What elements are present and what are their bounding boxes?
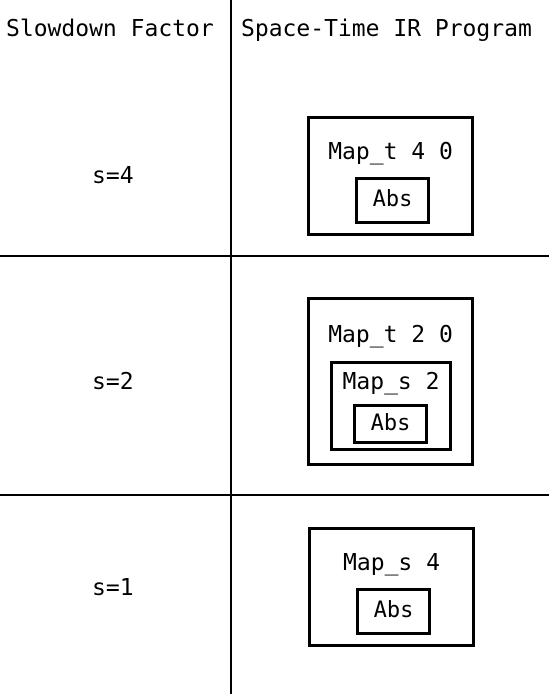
program-box-label: Map_s 4 (343, 550, 440, 576)
program-box-label: Map_s 2 (342, 369, 440, 395)
abs-label: Abs (373, 598, 414, 623)
header-slowdown-factor: Slowdown Factor (6, 16, 214, 42)
program-box-map-t-2-0: Map_t 2 0 Map_s 2 Abs (307, 297, 474, 466)
abs-label: Abs (370, 411, 411, 436)
program-box-label: Map_t 4 0 (328, 139, 453, 165)
row-divider-1 (0, 255, 549, 257)
abs-label: Abs (372, 187, 413, 212)
slowdown-label-s4: s=4 (92, 163, 134, 189)
program-box-map-t-4-0: Map_t 4 0 Abs (307, 116, 474, 236)
program-box-label: Map_t 2 0 (328, 322, 453, 348)
row-divider-2 (0, 494, 549, 496)
abs-box: Abs (353, 404, 428, 444)
program-box-map-s-2: Map_s 2 Abs (330, 361, 452, 451)
column-divider (230, 0, 232, 694)
abs-box: Abs (356, 588, 431, 635)
program-box-map-s-4: Map_s 4 Abs (308, 527, 475, 647)
abs-box: Abs (355, 177, 430, 224)
slowdown-label-s1: s=1 (92, 575, 134, 601)
header-space-time-ir-program: Space-Time IR Program (241, 16, 532, 42)
slowdown-label-s2: s=2 (92, 369, 134, 395)
